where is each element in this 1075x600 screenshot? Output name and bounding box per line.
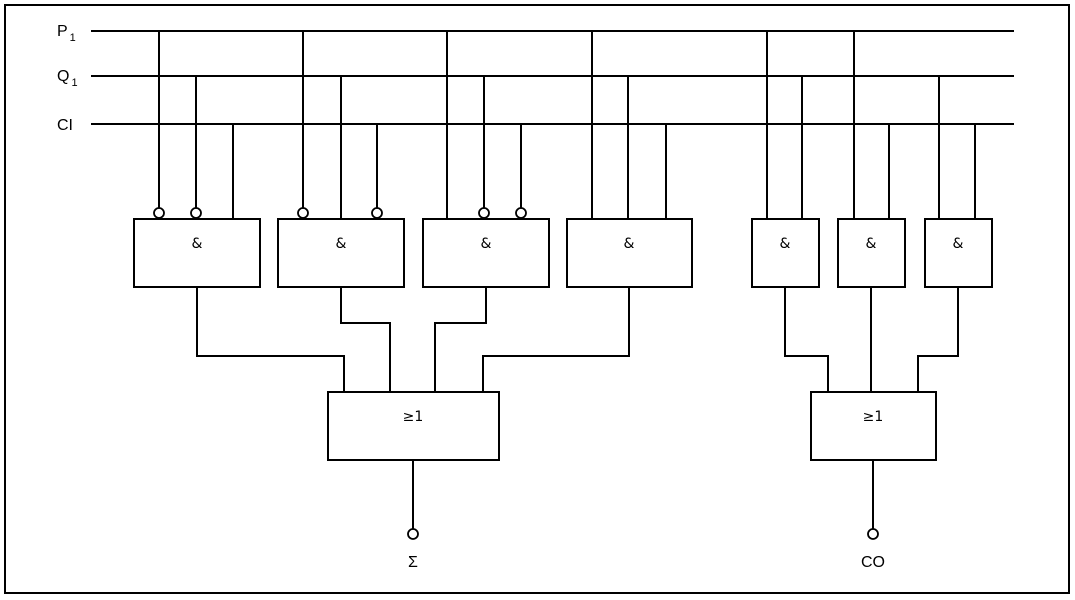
sum-or-wiring	[196, 286, 630, 393]
inverter-bubble	[371, 207, 383, 219]
inverter-bubble	[153, 207, 165, 219]
and-gate-symbol: &	[481, 236, 492, 252]
taps-gate-a2	[297, 30, 383, 220]
output-terminal	[407, 528, 419, 540]
and-gate-5: &	[751, 218, 820, 288]
or-gate-symbol: ≥1	[863, 409, 884, 425]
or-gate-sum: ≥1	[327, 391, 500, 461]
taps-gate-a3	[446, 30, 527, 220]
output-label-carry: CO	[861, 554, 885, 571]
and-gate-symbol: &	[780, 236, 791, 252]
and-gate-symbol: &	[192, 236, 203, 252]
carry-or-wiring	[784, 286, 959, 393]
and-gate-symbol: &	[624, 236, 635, 252]
or-gate-symbol: ≥1	[403, 409, 424, 425]
taps-gate-a4	[591, 30, 667, 220]
diagram-frame	[4, 4, 1070, 594]
input-label-ci: CI	[57, 117, 73, 134]
output-carry: CO	[861, 459, 885, 571]
taps-gate-c3	[938, 75, 976, 220]
and-gate-symbol: &	[953, 236, 964, 252]
and-gate-symbol: &	[866, 236, 877, 252]
and-gate-7: &	[924, 218, 993, 288]
inverter-bubble	[297, 207, 309, 219]
output-terminal	[867, 528, 879, 540]
taps-gate-c2	[853, 30, 890, 220]
taps-gate-c1	[766, 30, 803, 220]
and-gate-symbol: &	[336, 236, 347, 252]
inverter-bubble	[515, 207, 527, 219]
and-gate-3: &	[422, 218, 550, 288]
and-gate-4: &	[566, 218, 693, 288]
output-label-sum: Σ	[408, 554, 418, 571]
or-gate-carry: ≥1	[810, 391, 937, 461]
inverter-bubble	[190, 207, 202, 219]
output-sum: Σ	[407, 459, 419, 571]
taps-gate-a1	[153, 30, 234, 220]
and-gate-1: &	[133, 218, 261, 288]
and-gate-6: &	[837, 218, 906, 288]
inverter-bubble	[478, 207, 490, 219]
and-gate-2: &	[277, 218, 405, 288]
